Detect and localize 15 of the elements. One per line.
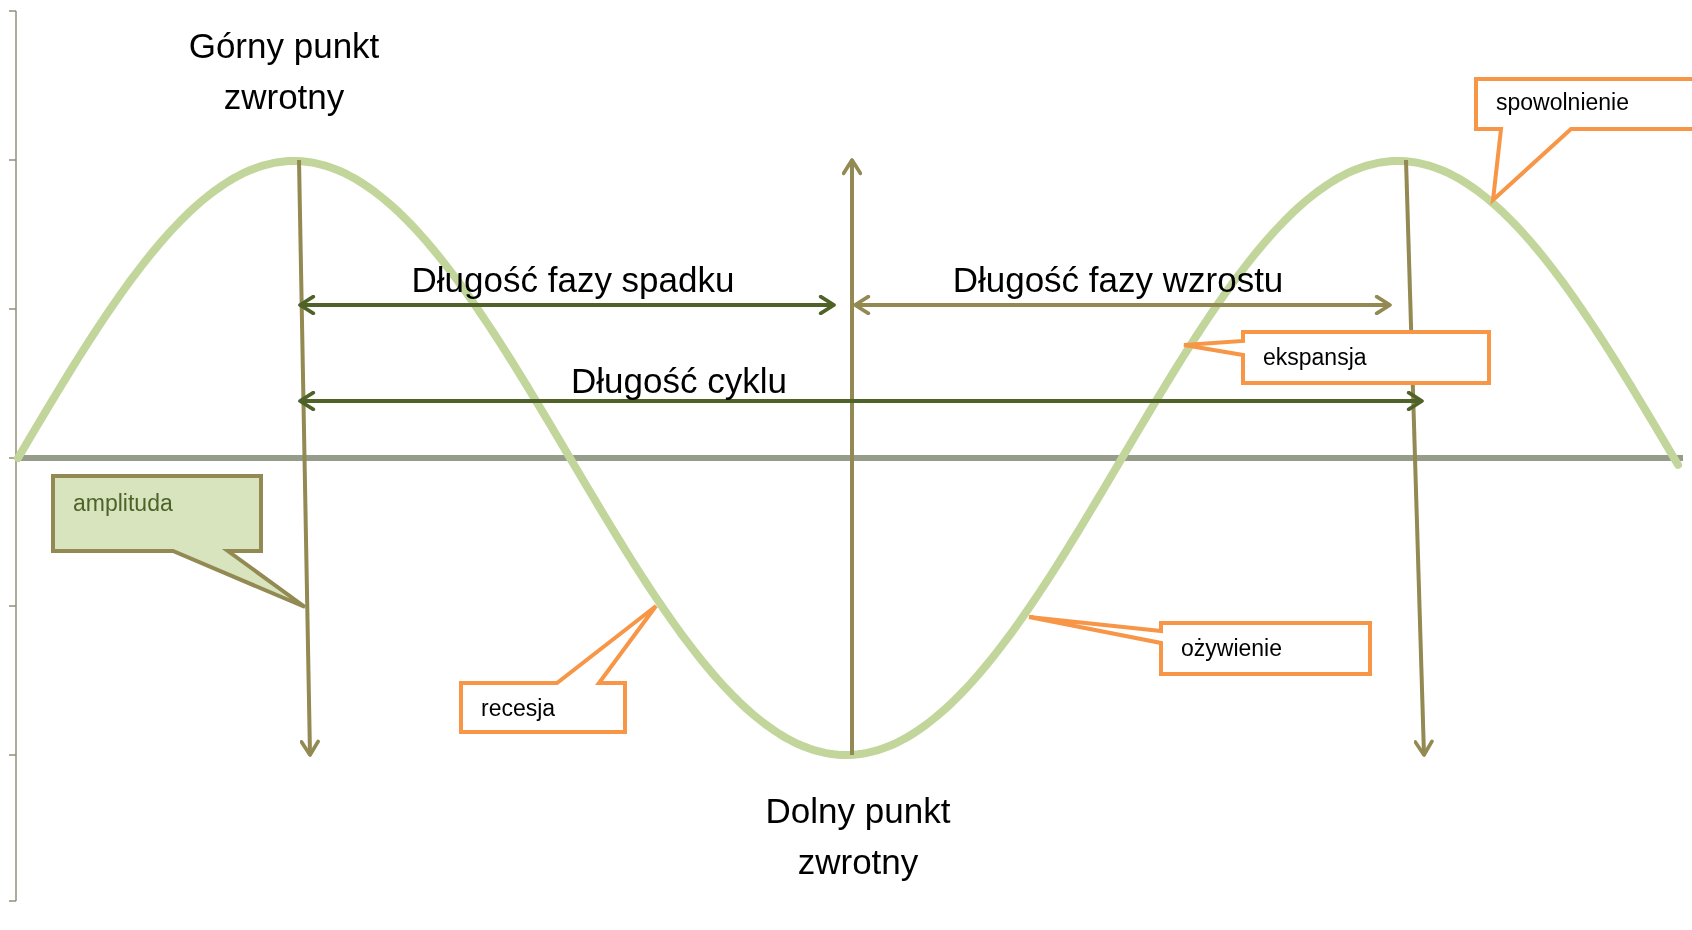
phase-length-label: Długość fazy wzrostu [951,259,1285,301]
phase-length-label: Długość fazy spadku [410,259,736,301]
callout-box [458,603,659,735]
callout-text: spowolnienie [1496,89,1629,117]
callout-box [1026,614,1373,677]
callout-text: ekspansja [1263,344,1367,372]
callout-text: amplituda [73,490,173,518]
turning-point-label: Górny punkt zwrotny [187,25,381,118]
callout-box [1181,329,1492,386]
callout-text: recesja [481,695,556,723]
callout-box [50,473,308,610]
callout-text: ożywienie [1181,635,1282,663]
cycle-length-label: Długość cyklu [570,360,788,402]
turning-point-label: Dolny punkt zwrotny [764,790,952,883]
callout-box [1473,76,1692,203]
